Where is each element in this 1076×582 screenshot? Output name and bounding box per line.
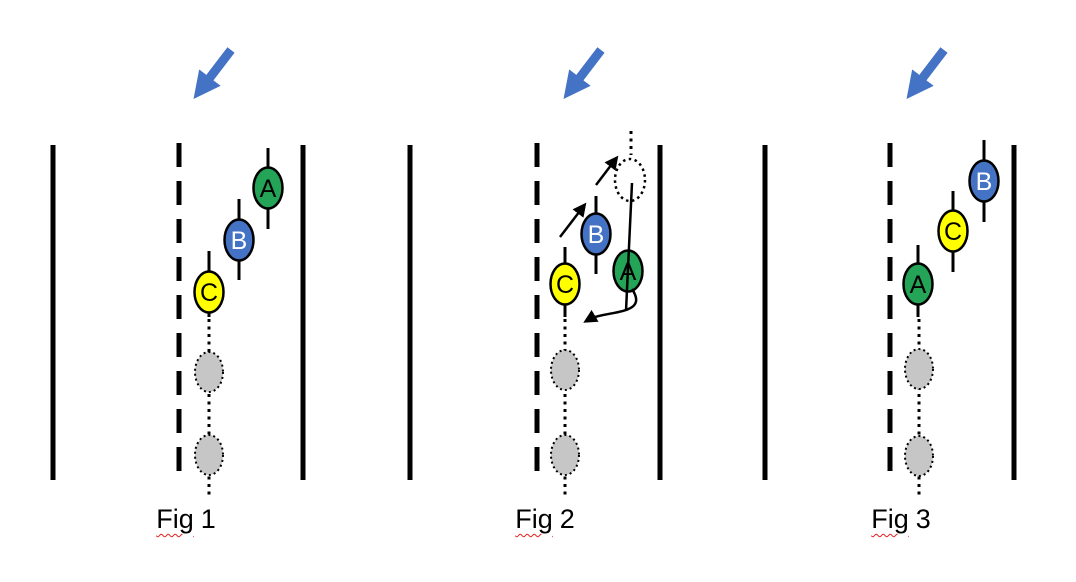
travel-direction-arrow-icon: [906, 47, 948, 100]
vehicle-a: A: [902, 245, 934, 317]
merge-back-arrow-icon: [583, 288, 638, 323]
ghost-vehicle: [904, 348, 934, 390]
lane-change-arrow-icon: [559, 202, 587, 238]
vehicle-b-body: [580, 212, 612, 256]
vehicle-a-body: [252, 166, 284, 210]
ghost-vehicle: [550, 349, 580, 391]
vehicle-c: C: [937, 191, 969, 272]
vehicle-c-label: C: [200, 279, 218, 307]
vehicle-c-label: C: [556, 271, 574, 299]
vehicle-a-label: A: [620, 258, 637, 286]
travel-direction-arrow-icon: [563, 47, 605, 100]
vehicle-a: A: [612, 182, 644, 312]
caption-word: Fig: [156, 504, 194, 534]
vehicle-c-body: [549, 262, 581, 306]
vehicle-b-label: B: [231, 227, 248, 255]
vehicle-a-label: A: [910, 271, 927, 299]
vehicle-b: B: [580, 196, 612, 274]
vehicle-a-body: [902, 262, 934, 306]
vehicle-c-label: C: [944, 218, 962, 246]
vehicle-c-body: [193, 270, 225, 314]
caption-number: 1: [200, 504, 216, 534]
figure-3: B C A: [762, 47, 1017, 496]
travel-direction-arrow-icon: [193, 47, 235, 100]
vehicle-a: A: [252, 148, 284, 229]
vehicle-c-body: [937, 209, 969, 253]
vehicle-axis-line: [624, 182, 634, 312]
caption-word: Fig: [515, 504, 553, 534]
ghost-vehicle: [194, 434, 224, 476]
vehicle-b-body: [223, 218, 255, 262]
ghost-vehicle: [904, 435, 934, 477]
vehicle-c: C: [193, 251, 225, 317]
vehicle-b-body: [968, 159, 1000, 203]
figure-2: B A C: [407, 47, 663, 496]
caption-number: 3: [915, 504, 931, 534]
vehicle-a-label: A: [260, 175, 277, 203]
vehicle-b: B: [968, 140, 1000, 222]
vehicle-c: C: [549, 247, 581, 317]
vehicle-b-label: B: [976, 168, 993, 196]
lane-change-arrow-icon: [595, 155, 619, 186]
ghost-target-position: [613, 157, 647, 203]
ghost-vehicle: [550, 434, 580, 476]
caption-number: 2: [559, 504, 575, 534]
ghost-vehicle: [194, 351, 224, 393]
figure-1: A B C: [50, 47, 306, 496]
vehicle-b: B: [223, 199, 255, 280]
vehicle-b-label: B: [588, 221, 605, 249]
caption-word: Fig: [871, 504, 909, 534]
